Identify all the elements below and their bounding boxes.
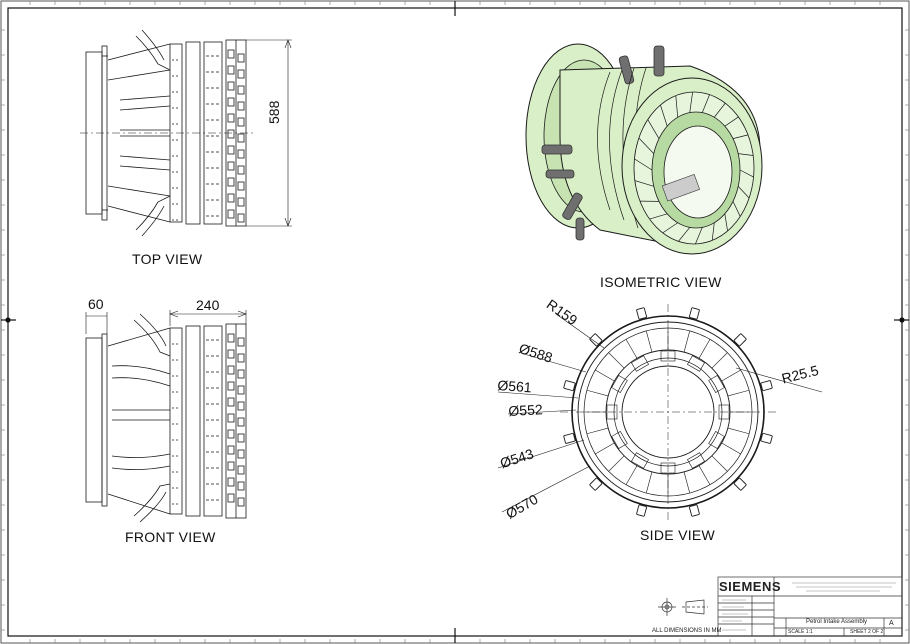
- front-view-drawing: [85, 310, 247, 523]
- top-view-label: TOP VIEW: [132, 251, 203, 267]
- dimension-60: 60: [88, 296, 104, 312]
- sheet-number: SHEET 2 OF 2: [850, 629, 884, 635]
- revision-field: A: [889, 620, 894, 627]
- dimension-d561: Ø561: [496, 377, 533, 396]
- isometric-view-label: ISOMETRIC VIEW: [600, 274, 722, 290]
- isometric-model: [525, 43, 763, 255]
- scale-field: SCALE 1:1: [788, 629, 813, 635]
- drawing-title: Petrol Intake Assembly: [806, 619, 868, 625]
- side-view-drawing: [497, 304, 823, 520]
- dimension-d552: Ø552: [508, 401, 544, 419]
- siemens-logo: SIEMENS: [719, 579, 782, 594]
- top-view-drawing: [80, 29, 292, 237]
- projection-symbol-icon: [658, 598, 708, 616]
- side-view-label: SIDE VIEW: [640, 527, 716, 543]
- dimension-240: 240: [196, 297, 220, 313]
- units-note: ALL DIMENSIONS IN MM: [652, 628, 722, 634]
- dimension-588-top: 588: [266, 100, 282, 124]
- title-block: [658, 576, 903, 637]
- front-view-label: FRONT VIEW: [125, 529, 216, 545]
